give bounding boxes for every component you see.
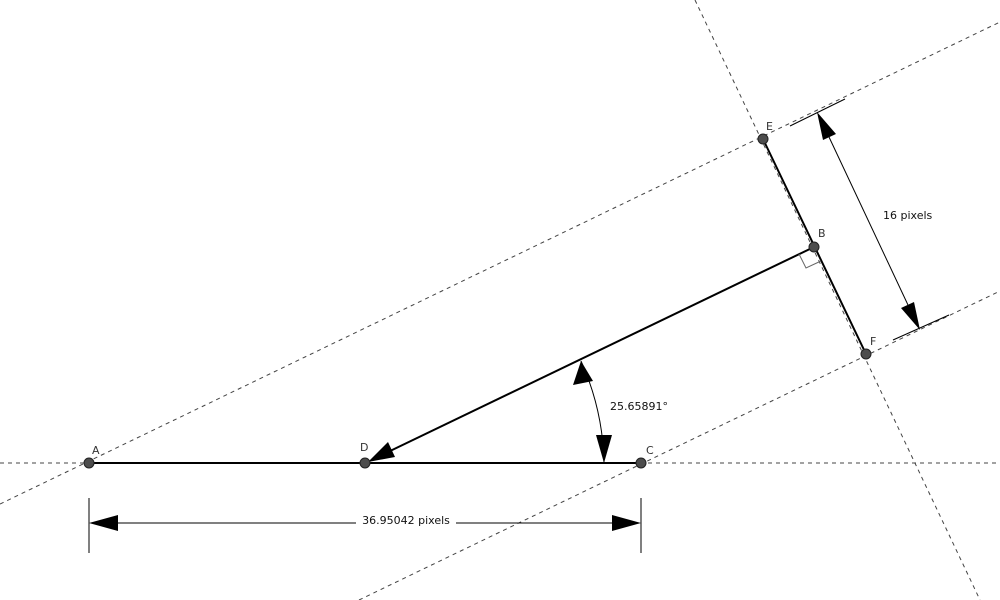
- point-f[interactable]: [860, 348, 872, 360]
- construction-line-through-a[interactable]: [0, 21, 1000, 505]
- dimension-arrow-bottom: [901, 302, 920, 330]
- angle-arrowhead-bottom: [596, 435, 612, 463]
- point-e[interactable]: [757, 133, 769, 145]
- dimension-arrow-left: [89, 515, 118, 531]
- point-label-a: A: [92, 444, 100, 457]
- point-b[interactable]: [808, 241, 820, 253]
- vector-bd-shaft[interactable]: [387, 246, 815, 453]
- point-d[interactable]: [359, 457, 371, 469]
- width-measure-label: 16 pixels: [883, 209, 933, 222]
- point-label-d: D: [360, 441, 368, 454]
- angle-arrowhead-top: [573, 361, 593, 385]
- vector-bd-arrowhead: [368, 442, 395, 462]
- dimension-arrow-right: [612, 515, 641, 531]
- point-label-c: C: [646, 444, 654, 457]
- point-label-f: F: [870, 335, 876, 348]
- point-label-b: B: [818, 227, 826, 240]
- construction-line-through-c[interactable]: [358, 290, 1000, 600]
- angle-measure-label: 25.65891°: [610, 400, 668, 413]
- dimension-tick-top: [789, 98, 846, 127]
- point-label-e: E: [766, 120, 773, 133]
- dimension-arrow-top: [817, 112, 836, 140]
- point-c[interactable]: [635, 457, 647, 469]
- right-angle-marker: [798, 253, 822, 269]
- base-length-label: 36.95042 pixels: [362, 514, 450, 527]
- dimension-label-bg: [356, 512, 456, 528]
- dimension-tick-bottom: [892, 314, 950, 341]
- dimension-line-width[interactable]: [828, 136, 909, 306]
- point-a[interactable]: [83, 457, 95, 469]
- construction-line-perpendicular[interactable]: [694, 0, 981, 600]
